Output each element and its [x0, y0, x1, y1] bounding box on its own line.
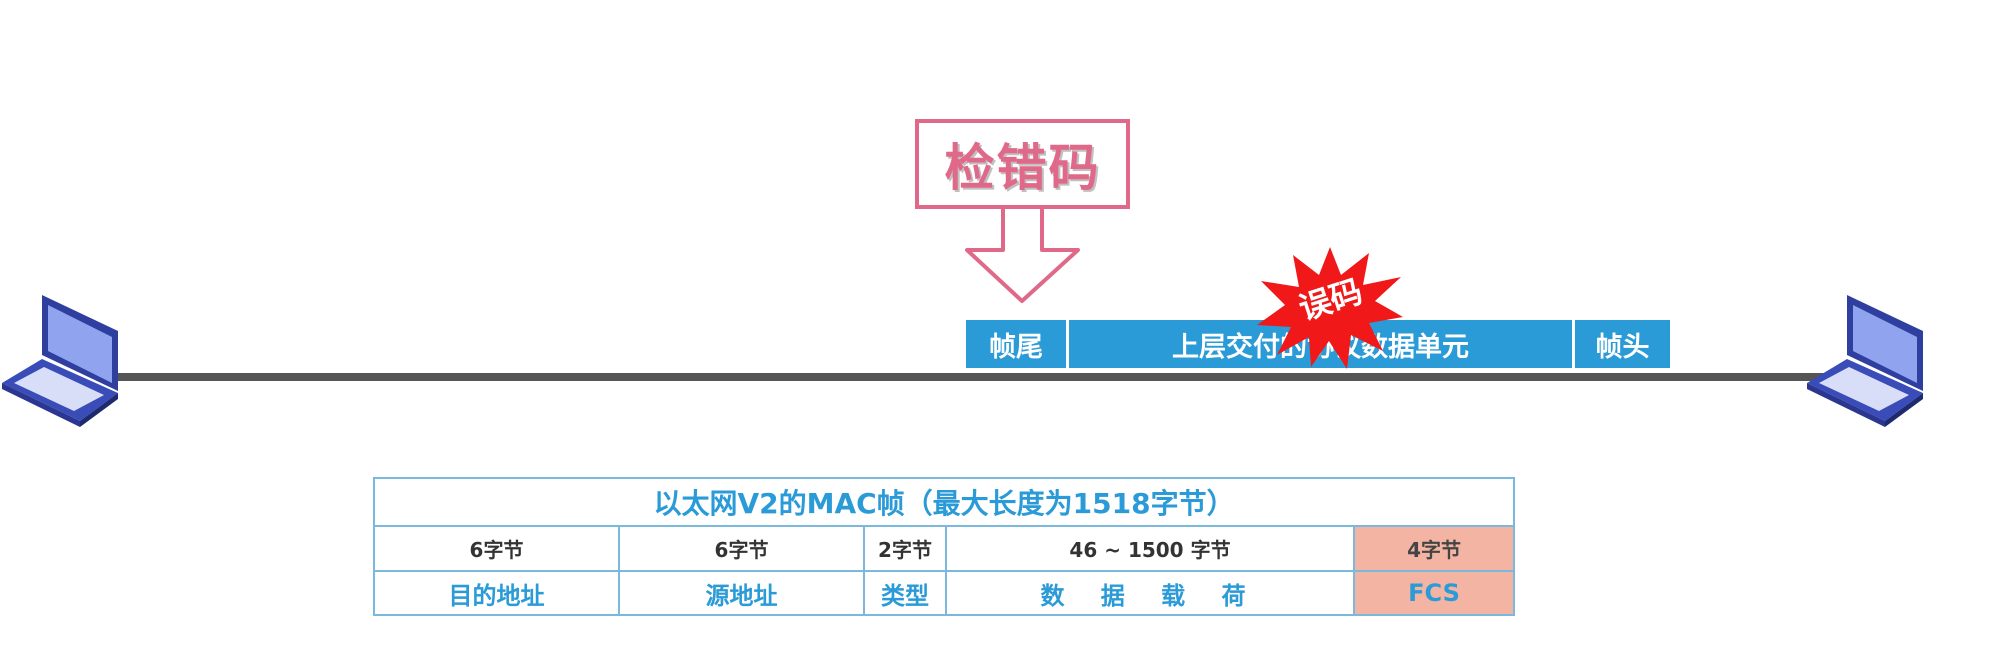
- field-fcs: FCS: [1352, 570, 1516, 616]
- size-fcs: 4字节: [1352, 525, 1516, 572]
- field-payload: 数 据 载 荷: [945, 570, 1355, 616]
- field-source-address: 源地址: [618, 570, 865, 616]
- size-dest-address: 6字节: [373, 525, 620, 572]
- mac-table-title: 以太网V2的MAC帧（最大长度为1518字节）: [372, 477, 1516, 527]
- laptop-icon: [1805, 287, 1925, 427]
- check-code-callout: 检错码: [915, 119, 1130, 209]
- size-payload: 46 ~ 1500 字节: [945, 525, 1355, 572]
- burst-icon: [1257, 247, 1403, 369]
- check-code-label: 检错码: [944, 139, 1101, 197]
- size-type: 2字节: [863, 525, 947, 572]
- field-type: 类型: [863, 570, 947, 616]
- frame-tail: 帧尾: [966, 320, 1066, 368]
- frame-head: 帧头: [1575, 320, 1670, 368]
- laptop-icon: [0, 287, 120, 427]
- size-source-address: 6字节: [618, 525, 865, 572]
- mac-frame-table: 以太网V2的MAC帧（最大长度为1518字节） 6字节 6字节 2字节 46 ~…: [372, 477, 1516, 616]
- field-dest-address: 目的地址: [373, 570, 620, 616]
- network-cable: [100, 373, 1870, 381]
- arrow-down-icon: [965, 205, 1080, 303]
